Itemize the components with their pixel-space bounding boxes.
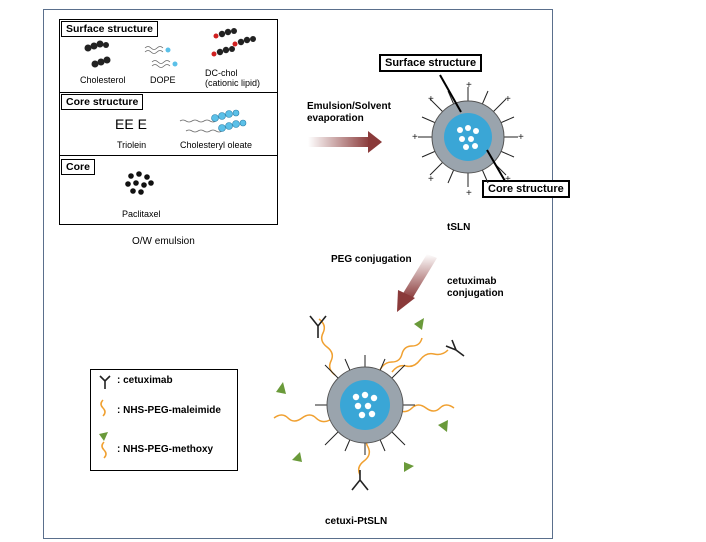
- dc-chol-label: DC-chol: [205, 68, 238, 78]
- emulsion-panel: [59, 19, 278, 225]
- tsln-core-label: Core structure: [482, 180, 570, 198]
- paclitaxel-label: Paclitaxel: [122, 209, 161, 219]
- legend-peg-maleimide-text: : NHS-PEG-maleimide: [117, 405, 221, 416]
- cetuximab-icon: [99, 375, 111, 389]
- dc-chol-icon: [211, 28, 256, 57]
- svg-text:+: +: [428, 94, 434, 105]
- step1-label-line2: evaporation: [307, 113, 364, 124]
- peg-maleimide-icon: [100, 399, 106, 417]
- svg-text:+: +: [505, 94, 511, 105]
- final-particle-name: cetuxi-PtSLN: [325, 516, 388, 527]
- triolein-label: Triolein: [117, 140, 147, 150]
- svg-text:+: +: [466, 80, 472, 91]
- process-arrow-2: [397, 254, 437, 312]
- ow-emulsion-caption: O/W emulsion: [132, 236, 195, 247]
- dope-icon: [144, 46, 178, 68]
- cholesteryl-oleate-label: Cholesteryl oleate: [180, 140, 253, 150]
- legend-peg-methoxy-text: : NHS-PEG-methoxy: [117, 444, 214, 455]
- svg-text:+: +: [428, 174, 434, 185]
- step3-label-line1: cetuximab: [447, 276, 497, 287]
- cetuxi-ptsln-particle: [273, 315, 465, 491]
- tsln-surface-label: Surface structure: [379, 54, 483, 72]
- step3-label-line2: conjugation: [447, 288, 504, 299]
- dope-label: DOPE: [150, 75, 176, 85]
- step2-label: PEG conjugation: [331, 254, 412, 265]
- process-arrow-1: [308, 131, 382, 153]
- svg-text:+: +: [505, 174, 511, 185]
- cholesterol-label: Cholesterol: [80, 75, 126, 85]
- surface-structure-title: Surface structure: [61, 21, 158, 37]
- peg-methoxy-icon: [99, 432, 108, 459]
- cationic-lipid-label: (cationic lipid): [205, 78, 261, 88]
- svg-text:+: +: [466, 188, 472, 199]
- tsln-name: tSLN: [447, 222, 471, 233]
- core-title: Core: [61, 159, 95, 175]
- svg-text:+: +: [412, 132, 418, 143]
- cholesterol-icon: [84, 40, 111, 68]
- triolein-glyph: EE E: [115, 116, 147, 132]
- core-structure-title: Core structure: [61, 94, 144, 110]
- legend-cetuximab-text: : cetuximab: [117, 375, 173, 386]
- core-structure-panel: [59, 92, 278, 156]
- svg-text:+: +: [518, 132, 524, 143]
- legend-box: [90, 369, 238, 471]
- tsln-particle: + + + + + + + +: [412, 74, 524, 199]
- step1-label-line1: Emulsion/Solvent: [307, 101, 391, 112]
- paclitaxel-icon: [125, 171, 154, 195]
- cholesteryl-oleate-icon: [179, 109, 247, 133]
